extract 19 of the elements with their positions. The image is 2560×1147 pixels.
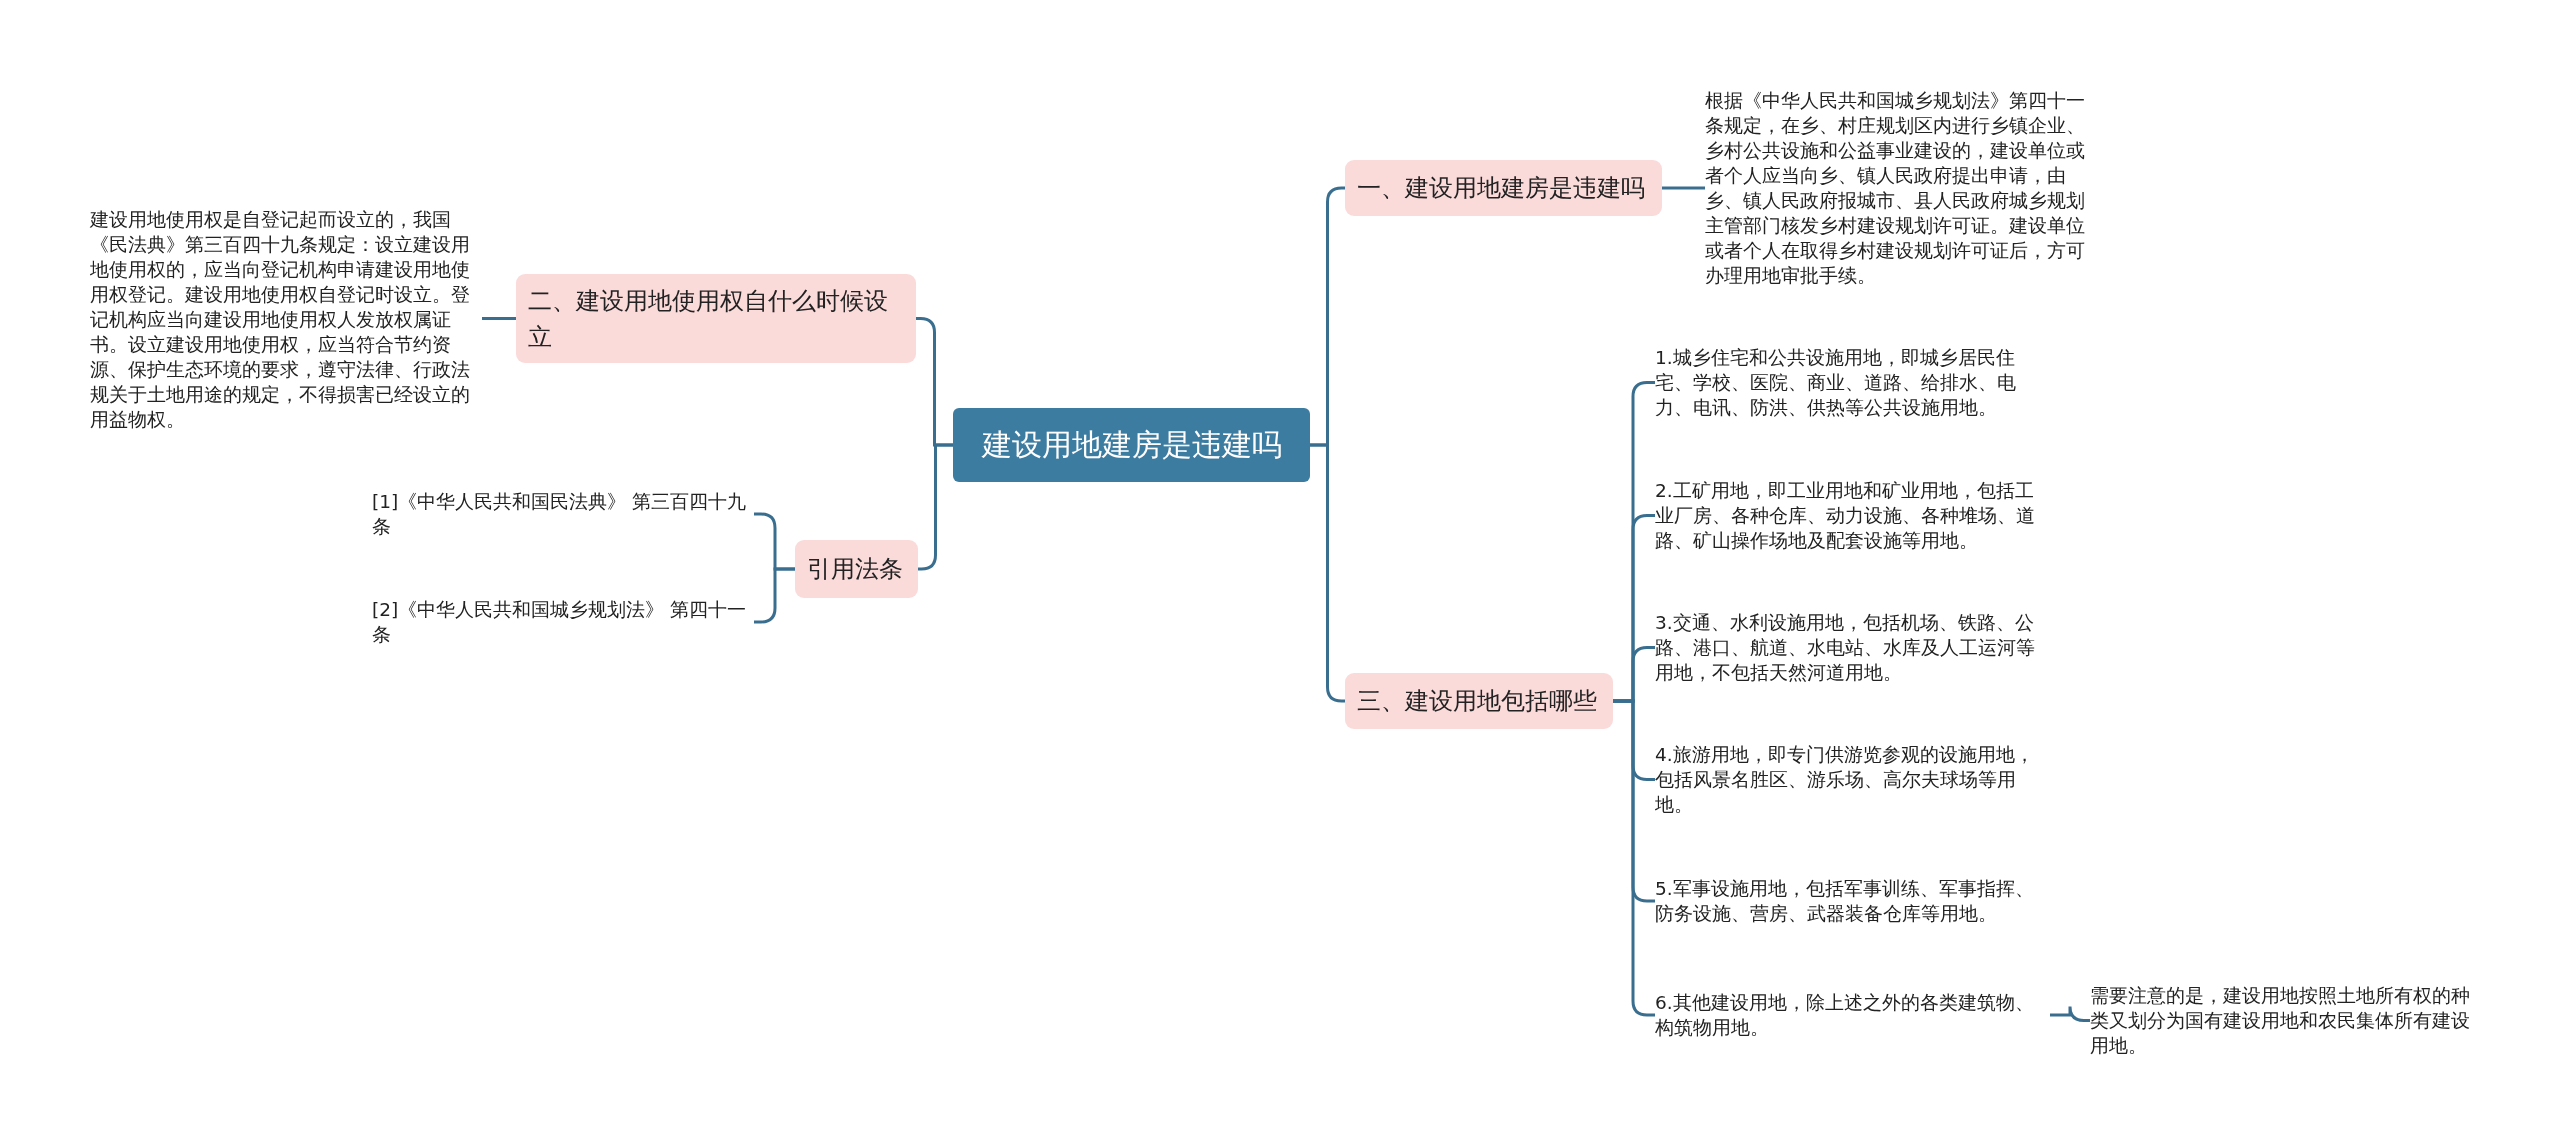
topic-box: 引用法条 [795,540,918,598]
note-text: 1.城乡住宅和公共设施用地，即城乡居民住宅、学校、医院、商业、道路、给排水、电力、电讯、防洪、供热等公共设施用地。 [1655,345,2050,420]
note-text: 3.交通、水利设施用地，包括机场、铁路、公路、港口、航道、水电站、水库及人工运河等用地，不包括天然河道用地。 [1655,610,2050,685]
note-text: 2.工矿用地，即工业用地和矿业用地，包括工业厂房、各种仓库、动力设施、各种堆场、道路、矿山操作场地及配套设施等用地。 [1655,478,2050,553]
note-text: 4.旅游用地，即专门供游览参观的设施用地，包括风景名胜区、游乐场、高尔夫球场等用地。 [1655,742,2050,817]
note-text: 5.军事设施用地，包括军事训练、军事指挥、防务设施、营房、武器装备仓库等用地。 [1655,876,2050,926]
topic-box: 三、建设用地包括哪些 [1345,673,1613,729]
topic-box: 二、建设用地使用权自什么时候设立 [516,274,916,363]
note-text: 需要注意的是，建设用地按照土地所有权的种类又划分为国有建设用地和农民集体所有建设用地。 [2090,983,2482,1058]
topic-box: 一、建设用地建房是违建吗 [1345,160,1662,216]
connector-line [2050,1005,2090,1022]
note-text: 6.其他建设用地，除上述之外的各类建筑物、构筑物用地。 [1655,990,2050,1040]
central-topic-box: 建设用地建房是违建吗 [953,408,1310,482]
connector-line [482,317,516,320]
note-text: 建设用地使用权是自登记起而设立的，我国《民法典》第三百四十九条规定：设立建设用地使用权的，应当向登记机构申请建设用地使用权登记。建设用地使用权自登记时设立。登记机构应当向建设用地使用权人发放权属证书。设立建设用地使用权，应当符合节约资源、保护生态环境的要求，遵守法律、行政法规关于土地用途的规定，不得损害已经设立的用益物权。 [90,207,482,432]
note-text: 根据《中华人民共和国城乡规划法》第四十一条规定，在乡、村庄规划区内进行乡镇企业、乡村公共设施和公益事业建设的，建设单位或者个人应当向乡、镇人民政府提出申请，由乡、镇人民政府报城市、县人民政府城乡规划主管部门核发乡村建设规划许可证。建设单位或者个人在取得乡村建设规划许可证后，方可办理用地审批手续。 [1705,88,2097,288]
connector-line [1662,186,1705,190]
note-text: [1]《中华人民共和国民法典》 第三百四十九条 [372,489,754,539]
note-text: [2]《中华人民共和国城乡规划法》 第四十一条 [372,597,754,647]
